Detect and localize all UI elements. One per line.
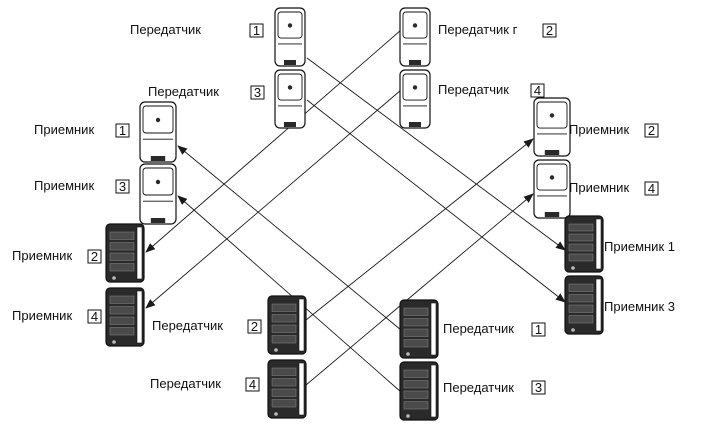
transmitter-light-icon xyxy=(399,7,431,67)
device-label-r4_left: Приемник xyxy=(12,308,72,323)
receiver-dark-icon xyxy=(564,275,604,335)
device-label-t1_top: Передатчик xyxy=(130,22,201,37)
beam-line-t1_top-to-r1_right xyxy=(306,57,566,251)
receiver-dark-icon xyxy=(105,223,145,283)
device-number-r2_right: 2 xyxy=(648,123,655,138)
beam-lines xyxy=(145,29,566,393)
receiver-dark-icon xyxy=(564,215,604,273)
transmitter-dark-icon xyxy=(399,361,439,421)
receiver-light-icon xyxy=(533,159,571,219)
device-label-r2_right: Приемник xyxy=(569,122,629,137)
device-number-t3_top: 3 xyxy=(254,85,261,100)
device-label-t2_top: Передатчик г xyxy=(438,22,518,37)
device-number-box-r2_right: 2 xyxy=(644,123,659,138)
device-number-t1_top: 1 xyxy=(253,23,260,38)
device-number-box-r4_left: 4 xyxy=(87,309,102,324)
device-label-t4_top: Передатчик xyxy=(438,82,509,97)
devices xyxy=(105,7,604,421)
device-label-t4_bot: Передатчик xyxy=(150,376,221,391)
device-number-box-t2_bot: 2 xyxy=(247,319,262,334)
device-number-box-t2_top: 2 xyxy=(542,23,557,38)
device-number-box-r2_left: 2 xyxy=(87,249,102,264)
device-number-box-t3_bot: 3 xyxy=(531,380,546,395)
receiver-light-icon xyxy=(533,97,571,157)
device-label-t3_top: Передатчик xyxy=(148,84,219,99)
device-label-r4_right: Приемник xyxy=(569,180,629,195)
device-number-box-r1_left: 1 xyxy=(115,123,130,138)
beam-line-t1_bot-to-r1_left xyxy=(177,145,402,331)
device-number-t2_top: 2 xyxy=(546,23,553,38)
device-label-r1_left: Приемник xyxy=(34,122,94,137)
device-label-r3_right: Приемник 3 xyxy=(604,299,675,314)
device-number-box-t1_top: 1 xyxy=(249,23,264,38)
receiver-light-icon xyxy=(139,163,177,225)
device-number-t3_bot: 3 xyxy=(535,380,542,395)
transmitter-light-icon xyxy=(274,7,306,67)
device-number-box-t4_top: 4 xyxy=(530,83,545,98)
device-label-r1_right: Приемник 1 xyxy=(604,239,675,254)
device-number-t2_bot: 2 xyxy=(251,319,258,334)
transmitter-dark-icon xyxy=(399,299,439,359)
device-number-r3_left: 3 xyxy=(119,179,126,194)
device-label-t3_bot: Передатчик xyxy=(443,380,514,395)
device-number-box-r3_left: 3 xyxy=(115,179,130,194)
device-number-t1_bot: 1 xyxy=(535,322,542,337)
beam-line-t3_top-to-r3_right xyxy=(306,99,566,303)
device-number-box-t4_bot: 4 xyxy=(245,377,260,392)
device-label-t1_bot: Передатчик xyxy=(443,321,514,336)
beam-line-t4_top-to-r4_left xyxy=(145,89,402,309)
transmitter-dark-icon xyxy=(267,295,307,355)
device-number-r4_left: 4 xyxy=(91,309,98,324)
device-label-t2_bot: Передатчик xyxy=(152,318,223,333)
device-label-r2_left: Приемник xyxy=(12,248,72,263)
device-number-box-t3_top: 3 xyxy=(250,85,265,100)
device-number-r1_left: 1 xyxy=(119,123,126,138)
device-label-r3_left: Приемник xyxy=(34,178,94,193)
device-number-r2_left: 2 xyxy=(91,249,98,264)
beam-line-t3_bot-to-r3_left xyxy=(177,195,402,393)
receiver-dark-icon xyxy=(105,287,145,347)
device-number-box-t1_bot: 1 xyxy=(531,322,546,337)
device-number-box-r4_right: 4 xyxy=(644,181,659,196)
beam-line-t2_top-to-r2_left xyxy=(145,29,402,253)
receiver-light-icon xyxy=(139,101,177,163)
transmitter-light-icon xyxy=(399,69,431,129)
device-number-t4_bot: 4 xyxy=(249,377,256,392)
device-number-r4_right: 4 xyxy=(648,181,655,196)
device-number-t4_top: 4 xyxy=(534,83,541,98)
transmitter-dark-icon xyxy=(267,359,307,419)
beam-line-t2_bot-to-r2_right xyxy=(305,138,534,321)
beam-line-t4_bot-to-r4_right xyxy=(305,193,534,386)
transmitter-light-icon xyxy=(274,69,306,129)
